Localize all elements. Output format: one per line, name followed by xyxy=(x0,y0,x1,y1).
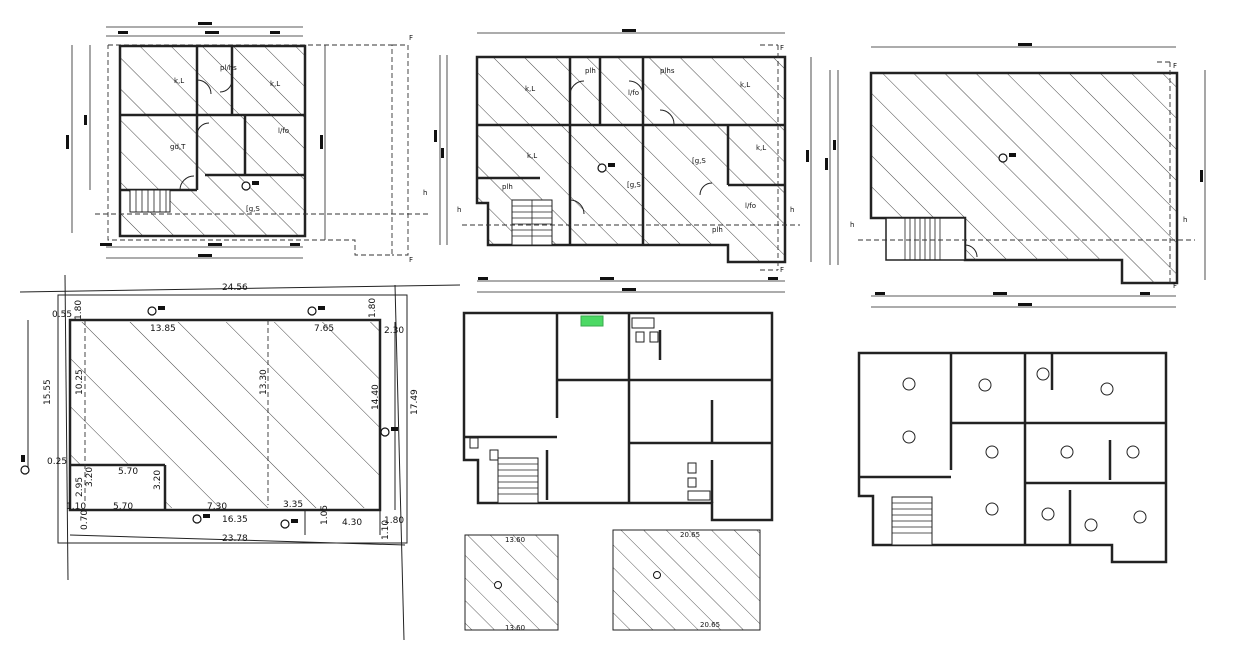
site-dimension: 7.65 xyxy=(314,324,334,334)
small-plan-dimension: 13.60 xyxy=(505,624,525,632)
site-dimension: 23.78 xyxy=(222,534,248,544)
site-dimension: 0.55 xyxy=(52,310,72,320)
small-plan-dimension: 20.65 xyxy=(700,621,720,629)
plan1-room-label: k,L xyxy=(174,77,184,85)
site-dimension: 2.95 xyxy=(75,477,85,497)
site-dimension: 3.20 xyxy=(85,467,95,487)
plan-5-electrical-layout xyxy=(857,351,1168,564)
plan2-room-label: plh xyxy=(585,67,596,75)
site-dimension: 15.55 xyxy=(43,379,53,405)
plan1-section-mark: F xyxy=(409,256,413,264)
plan2-room-label: k,L xyxy=(756,144,766,152)
plan2-room-label: k,L xyxy=(740,81,750,89)
plan2-room-label: l/fo xyxy=(628,89,639,97)
small-plan-dimension: 13.60 xyxy=(505,536,525,544)
plan2-section-mark: h xyxy=(457,206,461,214)
plan1-room-label: pl/hs xyxy=(220,64,237,72)
site-dimension: 1.10 xyxy=(66,502,86,512)
plan-3-roof-layout: h h F F xyxy=(825,43,1206,308)
plan1-room-label: [g,S xyxy=(246,205,260,213)
plan2-room-label: k,L xyxy=(527,152,537,160)
plan3-section-mark: F xyxy=(1173,282,1177,290)
site-dimension: 10.25 xyxy=(75,369,85,395)
plan2-room-label: plh xyxy=(502,183,513,191)
site-dimension: 3.20 xyxy=(153,470,163,490)
plan3-section-mark: h xyxy=(1183,216,1187,224)
plan2-room-label: k,L xyxy=(525,85,535,93)
site-dimension: 17.49 xyxy=(410,389,420,415)
plan1-room-label: l/fo xyxy=(278,127,289,135)
site-dimension: 1.10 xyxy=(381,520,391,540)
site-dimension: 4.30 xyxy=(342,518,362,528)
plan2-section-mark: F xyxy=(780,266,784,274)
plan2-room-label: [g,S xyxy=(627,181,641,189)
site-dimension: 0.25 xyxy=(47,457,67,467)
small-plan-a: 13.60 13.60 xyxy=(464,534,559,632)
site-dimension: 5.70 xyxy=(113,502,133,512)
plan2-room-label: plhs xyxy=(660,67,675,75)
site-plan: 24.56 15.55 0.55 1.80 13.85 7.65 1.80 2.… xyxy=(19,274,461,641)
site-dimension: 16.35 xyxy=(222,515,248,525)
site-dimension: 0.70 xyxy=(80,510,90,530)
site-dimension: 1.05 xyxy=(320,505,330,525)
plan2-section-mark: h xyxy=(790,206,794,214)
site-dimension: 24.56 xyxy=(222,283,248,293)
plan1-section-mark: F xyxy=(409,34,413,42)
plan3-section-mark: h xyxy=(850,221,854,229)
plan2-room-label: l/fo xyxy=(745,202,756,210)
site-dimension: 2.30 xyxy=(384,326,404,336)
plan2-room-label: plh xyxy=(712,226,723,234)
site-dimension: 1.80 xyxy=(368,298,378,318)
plan1-room-label: k,L xyxy=(270,80,280,88)
site-dimension: 13.85 xyxy=(150,324,176,334)
plan-1-floor-layout: k,L k,L pl/hs l/fo gd,T [g,S h F F xyxy=(66,22,430,264)
site-dimension: 1.80 xyxy=(74,300,84,320)
site-dimension: 7.30 xyxy=(207,502,227,512)
site-dimension: 14.40 xyxy=(371,384,381,410)
plan2-section-mark: F xyxy=(780,44,784,52)
plan-2-floor-layout: k,L k,L k,L k,L plh plhs l/fo l/fo [g,S … xyxy=(434,29,812,293)
plan2-room-label: [g,S xyxy=(692,157,706,165)
plan1-section-mark: h xyxy=(423,189,427,197)
plan-4-furniture-layout xyxy=(462,311,774,522)
site-dimension: 1.80 xyxy=(384,516,404,526)
site-dimension: 5.70 xyxy=(118,467,138,477)
site-dimension: 13.30 xyxy=(259,369,269,395)
plan1-room-label: gd,T xyxy=(170,143,186,151)
plan3-section-mark: F xyxy=(1173,62,1177,70)
site-dimension: 3.35 xyxy=(283,500,303,510)
small-plan-b: 20.65 20.65 xyxy=(612,529,761,631)
small-plan-dimension: 20.65 xyxy=(680,531,700,539)
